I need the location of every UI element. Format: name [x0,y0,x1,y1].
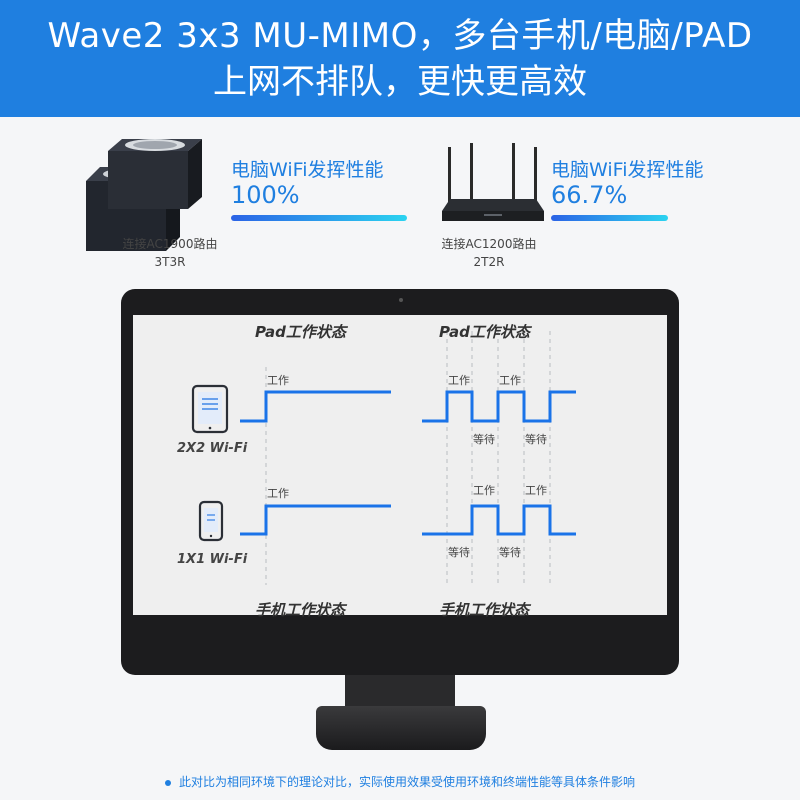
wait-label: 等待 [499,546,521,559]
tablet-icon [191,384,229,434]
wait-label: 等待 [448,546,470,559]
pad-status-title-right: Pad工作状态 [439,323,530,341]
footnote: 此对比为相同环境下的理论对比，实际使用效果受使用环境和终端性能等具体条件影响 [0,773,800,790]
work-label: 工作 [525,484,547,497]
left-perf-label: 电脑WiFi发挥性能 [231,159,384,181]
phone-status-title-right: 手机工作状态 [439,601,530,619]
phone-icon [198,500,224,542]
monitor-screen: Pad工作状态 Pad工作状态 手机工作状态 手机工作状态 2X2 Wi-Fi … [133,315,667,619]
right-caption-model: 连接AC1200路由 [441,237,537,251]
pad-wifi-label: 2X2 Wi-Fi [177,441,248,456]
signal-diagram [191,331,576,585]
right-performance-bar [551,215,668,221]
mesh-router-image [86,139,202,251]
phone-signal-left [240,504,391,536]
left-perf-value: 100% [231,181,300,209]
left-caption-model: 连接AC1900路由 [122,237,218,251]
left-performance-bar [231,215,407,221]
right-caption: 连接AC1200路由 2T2R [419,235,559,271]
left-caption-antenna: 3T3R [154,255,186,269]
work-label: 工作 [267,487,289,500]
monitor: Pad工作状态 Pad工作状态 手机工作状态 手机工作状态 2X2 Wi-Fi … [121,289,679,675]
phone-wifi-label: 1X1 Wi-Fi [177,552,248,567]
monitor-stand-neck [345,675,455,710]
wait-label: 等待 [473,433,495,446]
headline-line-1: Wave2 3x3 MU-MIMO，多台手机/电脑/PAD [47,16,753,56]
bullet-dot-icon [164,779,171,786]
monitor-stand-base [316,706,486,750]
router-comparison: 电脑WiFi发挥性能 100% 连接AC1900路由 3T3R 电脑WiFi发挥… [0,117,800,287]
pad-signal-right [422,390,576,423]
work-label: 工作 [448,374,470,387]
left-caption: 连接AC1900路由 3T3R [100,235,240,271]
header-banner: Wave2 3x3 MU-MIMO，多台手机/电脑/PAD 上网不排队，更快更高… [0,0,800,117]
pad-status-title-left: Pad工作状态 [255,323,346,341]
footnote-text: 此对比为相同环境下的理论对比，实际使用效果受使用环境和终端性能等具体条件影响 [178,775,635,789]
right-perf-label: 电脑WiFi发挥性能 [551,159,704,181]
right-perf-value: 66.7% [551,181,628,209]
pad-signal-left [240,390,391,423]
headline-line-2: 上网不排队，更快更高效 [213,62,587,102]
work-label: 工作 [473,484,495,497]
wait-label: 等待 [525,433,547,446]
camera-dot [399,298,403,302]
router-image [442,143,544,221]
phone-signal-right [422,504,576,536]
work-label: 工作 [499,374,521,387]
work-label: 工作 [267,374,289,387]
phone-status-title-left: 手机工作状态 [255,601,346,619]
right-caption-antenna: 2T2R [473,255,505,269]
